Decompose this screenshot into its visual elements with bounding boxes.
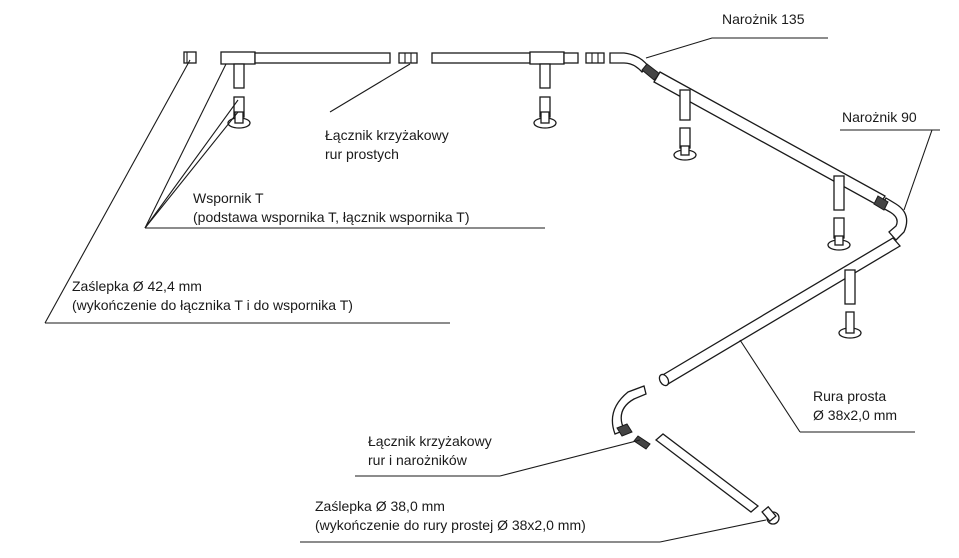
end-cap-42-4 xyxy=(183,51,197,64)
straight-connector-corner xyxy=(585,52,605,64)
label-zaslepka-42-4-1: Zaślepka Ø 42,4 mm xyxy=(72,278,202,294)
label-naroznik-90: Narożnik 90 xyxy=(842,109,917,125)
label-wspornik-t-2: (podstawa wspornika T, łącznik wspornika… xyxy=(193,209,470,225)
label-rura-prosta-1: Rura prosta xyxy=(813,388,887,404)
short-tube-lower xyxy=(633,433,760,513)
label-lacznik-rur-naroznikow-2: rur i narożników xyxy=(368,452,467,468)
label-naroznik-135: Narożnik 135 xyxy=(722,11,805,27)
label-lacznik-rur-prostych-2: rur prostych xyxy=(325,146,399,162)
label-wspornik-t-1: Wspornik T xyxy=(193,190,264,206)
corner-135 xyxy=(609,52,661,81)
diagonal-tube-upper xyxy=(653,71,886,251)
t-support-middle xyxy=(431,51,579,129)
straight-connector-upper xyxy=(398,52,418,64)
label-zaslepka-38-1: Zaślepka Ø 38,0 mm xyxy=(315,498,445,514)
diagonal-tube-lower xyxy=(658,237,902,387)
label-lacznik-rur-prostych-1: Łącznik krzyżakowy xyxy=(325,127,449,143)
end-cap-38 xyxy=(761,505,780,525)
t-support-left xyxy=(220,51,391,129)
leader-naroznik-135 xyxy=(645,37,828,59)
leader-lacznik-rur-prostych xyxy=(329,63,411,113)
corner-90-lower xyxy=(611,385,647,437)
label-rura-prosta-2: Ø 38x2,0 mm xyxy=(813,407,898,423)
leader-lines xyxy=(44,37,940,543)
corner-90 xyxy=(873,195,908,241)
label-zaslepka-38-2: (wykończenie do rury prostej Ø 38x2,0 mm… xyxy=(315,517,586,533)
leader-naroznik-90 xyxy=(903,129,940,211)
label-lacznik-rur-naroznikow-1: Łącznik krzyżakowy xyxy=(368,433,492,449)
label-zaslepka-42-4-2: (wykończenie do łącznika T i do wspornik… xyxy=(72,297,353,313)
